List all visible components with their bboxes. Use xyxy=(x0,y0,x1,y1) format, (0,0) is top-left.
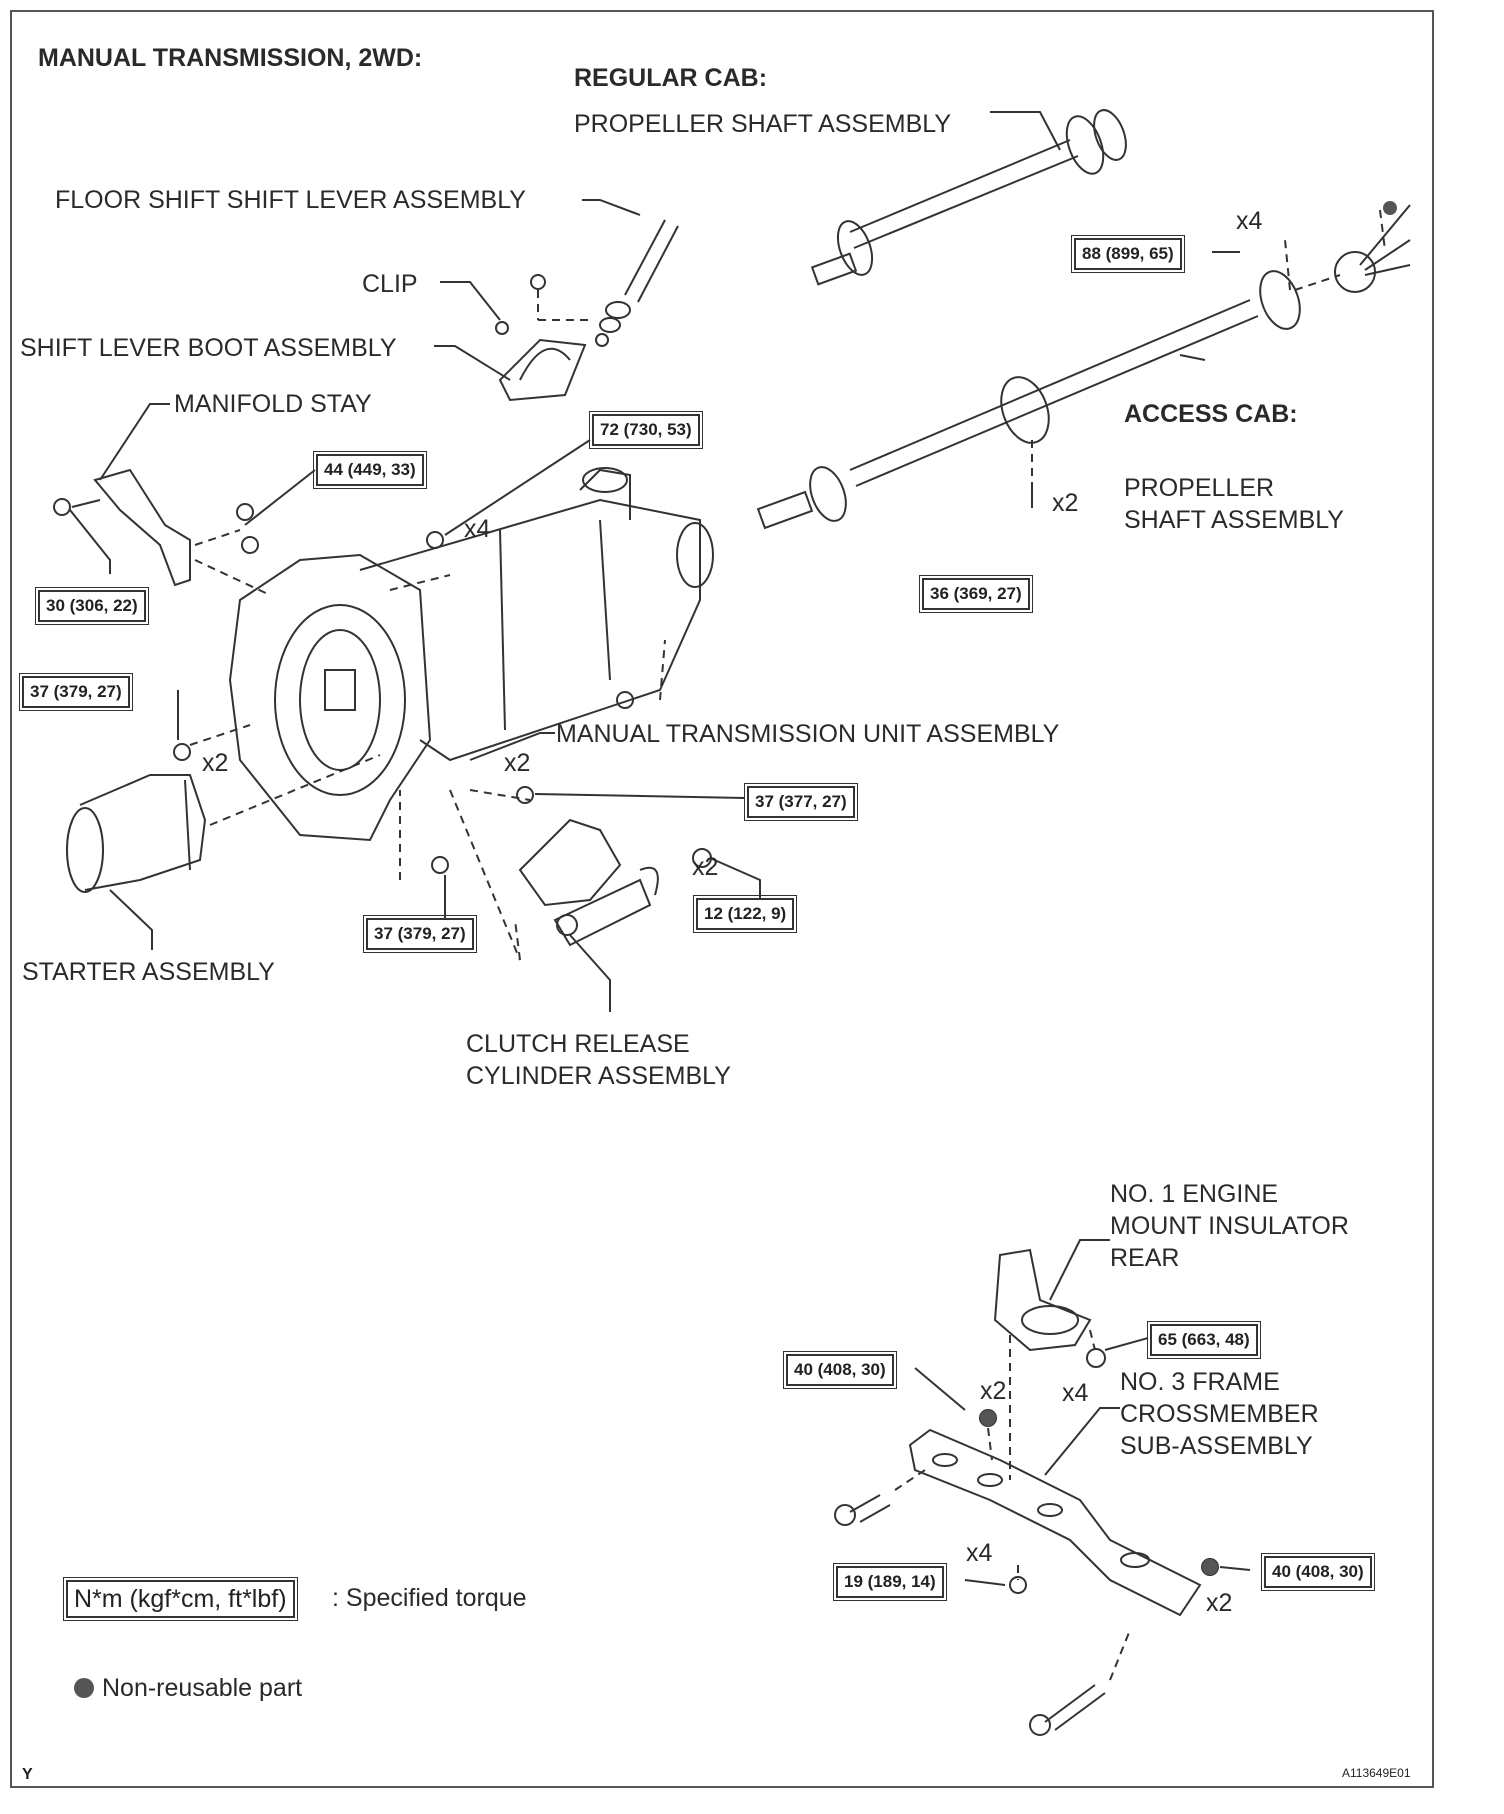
torque-37-bottom: 37 (379, 27) xyxy=(363,915,477,953)
frame-label-3: SUB-ASSEMBLY xyxy=(1120,1432,1313,1460)
floor-shift-label: FLOOR SHIFT SHIFT LEVER ASSEMBLY xyxy=(55,186,526,214)
legend-nonreusable-text: Non-reusable part xyxy=(102,1674,303,1702)
nonreusable-dot-icon xyxy=(74,1678,94,1698)
frame-label-2: CROSSMEMBER xyxy=(1120,1400,1319,1428)
torque-30: 30 (306, 22) xyxy=(35,587,149,625)
torque-37-side: 37 (377, 27) xyxy=(744,783,858,821)
manifold-stay-label: MANIFOLD STAY xyxy=(174,390,372,418)
torque-72: 72 (730, 53) xyxy=(589,411,703,449)
clutch-release-cylinder xyxy=(399,786,712,961)
clip-label: CLIP xyxy=(362,270,418,298)
qty-bolts-clutch: x2 xyxy=(692,853,719,881)
qty-bolts-bearing: x2 xyxy=(1052,489,1079,517)
legend-torque-text: : Specified torque xyxy=(332,1584,527,1612)
transmission-body xyxy=(228,467,714,842)
qty-nuts-lower: x2 xyxy=(1206,1589,1233,1617)
qty-bolts-flange: x4 xyxy=(1236,207,1263,235)
shift-lever xyxy=(495,219,679,402)
propeller-access-label-2: SHAFT ASSEMBLY xyxy=(1124,506,1344,534)
torque-40-upper: 40 (408, 30) xyxy=(783,1351,897,1389)
diagram-frame xyxy=(10,10,1434,1788)
non-reusable-markers xyxy=(980,201,1397,1575)
diagram-title: MANUAL TRANSMISSION, 2WD: xyxy=(38,44,423,72)
starter-label: STARTER ASSEMBLY xyxy=(22,958,275,986)
qty-bolts-starter: x2 xyxy=(202,749,229,777)
torque-88: 88 (899, 65) xyxy=(1071,235,1185,273)
clutch-label-1: CLUTCH RELEASE xyxy=(466,1030,690,1058)
qty-bolts-side: x2 xyxy=(504,749,531,777)
torque-36: 36 (369, 27) xyxy=(919,575,1033,613)
propeller-access-label-1: PROPELLER xyxy=(1124,474,1275,502)
regular-cab-heading: REGULAR CAB: xyxy=(574,64,768,92)
transmission-label: MANUAL TRANSMISSION UNIT ASSEMBLY xyxy=(556,720,1060,748)
torque-65: 65 (663, 48) xyxy=(1147,1321,1261,1359)
propeller-shaft-regular xyxy=(810,109,1127,286)
mount-label-1: NO. 1 ENGINE xyxy=(1110,1180,1279,1208)
propeller-shaft-access xyxy=(756,204,1411,530)
torque-19: 19 (189, 14) xyxy=(833,1563,947,1601)
qty-bolts-trans: x4 xyxy=(464,515,491,543)
torque-40-lower: 40 (408, 30) xyxy=(1261,1553,1375,1591)
torque-12: 12 (122, 9) xyxy=(692,895,798,933)
legend-torque-box: N*m (kgf*cm, ft*lbf) xyxy=(63,1577,298,1621)
mount-label-3: REAR xyxy=(1110,1244,1180,1272)
boot-label: SHIFT LEVER BOOT ASSEMBLY xyxy=(20,334,397,362)
access-cab-heading: ACCESS CAB: xyxy=(1124,400,1298,428)
qty-bolts-mount: x4 xyxy=(1062,1379,1089,1407)
leader-lines xyxy=(69,111,1251,1586)
qty-nuts-upper: x2 xyxy=(980,1377,1007,1405)
torque-44: 44 (449, 33) xyxy=(313,451,427,489)
mount-label-2: MOUNT INSULATOR xyxy=(1110,1212,1349,1240)
frame-label-1: NO. 3 FRAME xyxy=(1120,1368,1280,1396)
frame-crossmember xyxy=(834,1409,1219,1736)
propeller-regular-label: PROPELLER SHAFT ASSEMBLY xyxy=(574,110,951,138)
qty-bolts-crossmember: x4 xyxy=(966,1539,993,1567)
torque-37-starter: 37 (379, 27) xyxy=(19,673,133,711)
clutch-label-2: CYLINDER ASSEMBLY xyxy=(466,1062,731,1090)
starter-motor xyxy=(66,724,381,893)
manifold-stay xyxy=(53,468,271,596)
footer-left: Y xyxy=(22,1766,33,1783)
engine-mount-insulator xyxy=(993,1248,1106,1480)
figure-code: A113649E01 xyxy=(1342,1766,1411,1780)
